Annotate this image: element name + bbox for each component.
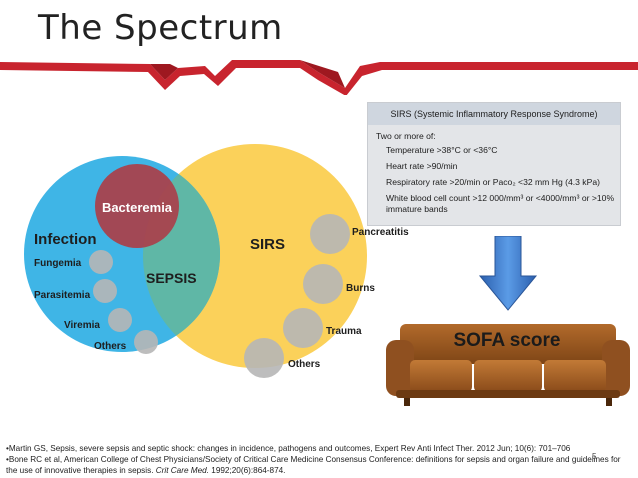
reference-1: •Martin GS, Sepsis, severe sepsis and se… xyxy=(6,444,571,453)
reference-2-journal: Crit Care Med. xyxy=(155,466,209,475)
page-title: The Spectrum xyxy=(38,8,283,48)
sirs-criterion: Heart rate >90/min xyxy=(386,161,458,171)
reference-2: •Bone RC et al, American College of Ches… xyxy=(6,454,632,476)
title-banner xyxy=(0,60,638,95)
viremia-label: Viremia xyxy=(64,320,100,331)
parasitemia-label: Parasitemia xyxy=(34,290,91,301)
pancreatitis-label: Pancreatitis xyxy=(352,227,409,238)
couch-arm-left xyxy=(386,340,414,396)
sofa-score-label: SOFA score xyxy=(453,330,561,351)
infection-label: Infection xyxy=(34,231,97,248)
infection-others-circle xyxy=(134,330,158,354)
sirs-label: SIRS xyxy=(250,236,285,253)
couch-leg-left xyxy=(404,398,410,406)
burns-label: Burns xyxy=(346,283,375,294)
page-number: 5 xyxy=(592,452,597,461)
spectrum-venn-diagram: Bacteremia Infection SEPSIS SIRS Fungemi… xyxy=(24,144,409,378)
couch-arm-right xyxy=(602,340,630,396)
sirs-criteria-box: SIRS (Systemic Inflammatory Response Syn… xyxy=(367,102,621,226)
reference-2-citation: 1992;20(6):864-874. xyxy=(208,466,286,475)
fungemia-label: Fungemia xyxy=(34,258,82,269)
sirs-criteria-list: Temperature >38°C or <36°C Heart rate >9… xyxy=(386,145,616,220)
bacteremia-circle xyxy=(95,164,179,248)
sepsis-overlap xyxy=(143,156,220,352)
couch-cushion-2 xyxy=(474,360,542,392)
sirs-criterion: Respiratory rate >20/min or Paco₂ <32 mm… xyxy=(386,177,600,187)
sirs-box-lead: Two or more of: xyxy=(376,131,436,141)
down-arrow-icon xyxy=(478,236,538,311)
banner-ribbon-left xyxy=(0,60,638,95)
sirs-criterion: White blood cell count >12 000/mm³ or <4… xyxy=(386,193,615,214)
couch-back xyxy=(400,324,616,364)
parasitemia-circle xyxy=(93,279,117,303)
viremia-circle xyxy=(108,308,132,332)
couch-base xyxy=(396,390,620,398)
infection-others-label: Others xyxy=(94,341,127,352)
couch-icon xyxy=(386,324,630,406)
couch-leg-right xyxy=(606,398,612,406)
trauma-circle xyxy=(283,308,323,348)
fungemia-circle xyxy=(89,250,113,274)
sirs-others-label: Others xyxy=(288,359,321,370)
burns-circle xyxy=(303,264,343,304)
reference-2-text: •Bone RC et al, American College of Ches… xyxy=(6,455,621,475)
sirs-box-header: SIRS (Systemic Inflammatory Response Syn… xyxy=(368,103,620,125)
bacteremia-label: Bacteremia xyxy=(102,200,173,215)
trauma-label: Trauma xyxy=(326,326,362,337)
sirs-others-circle xyxy=(244,338,284,378)
references: •Martin GS, Sepsis, severe sepsis and se… xyxy=(6,443,632,476)
sirs-criterion: Temperature >38°C or <36°C xyxy=(386,145,498,155)
couch-cushion-1 xyxy=(410,360,472,392)
couch-cushion-3 xyxy=(544,360,606,392)
sepsis-label: SEPSIS xyxy=(146,270,197,286)
pancreatitis-circle xyxy=(310,214,350,254)
